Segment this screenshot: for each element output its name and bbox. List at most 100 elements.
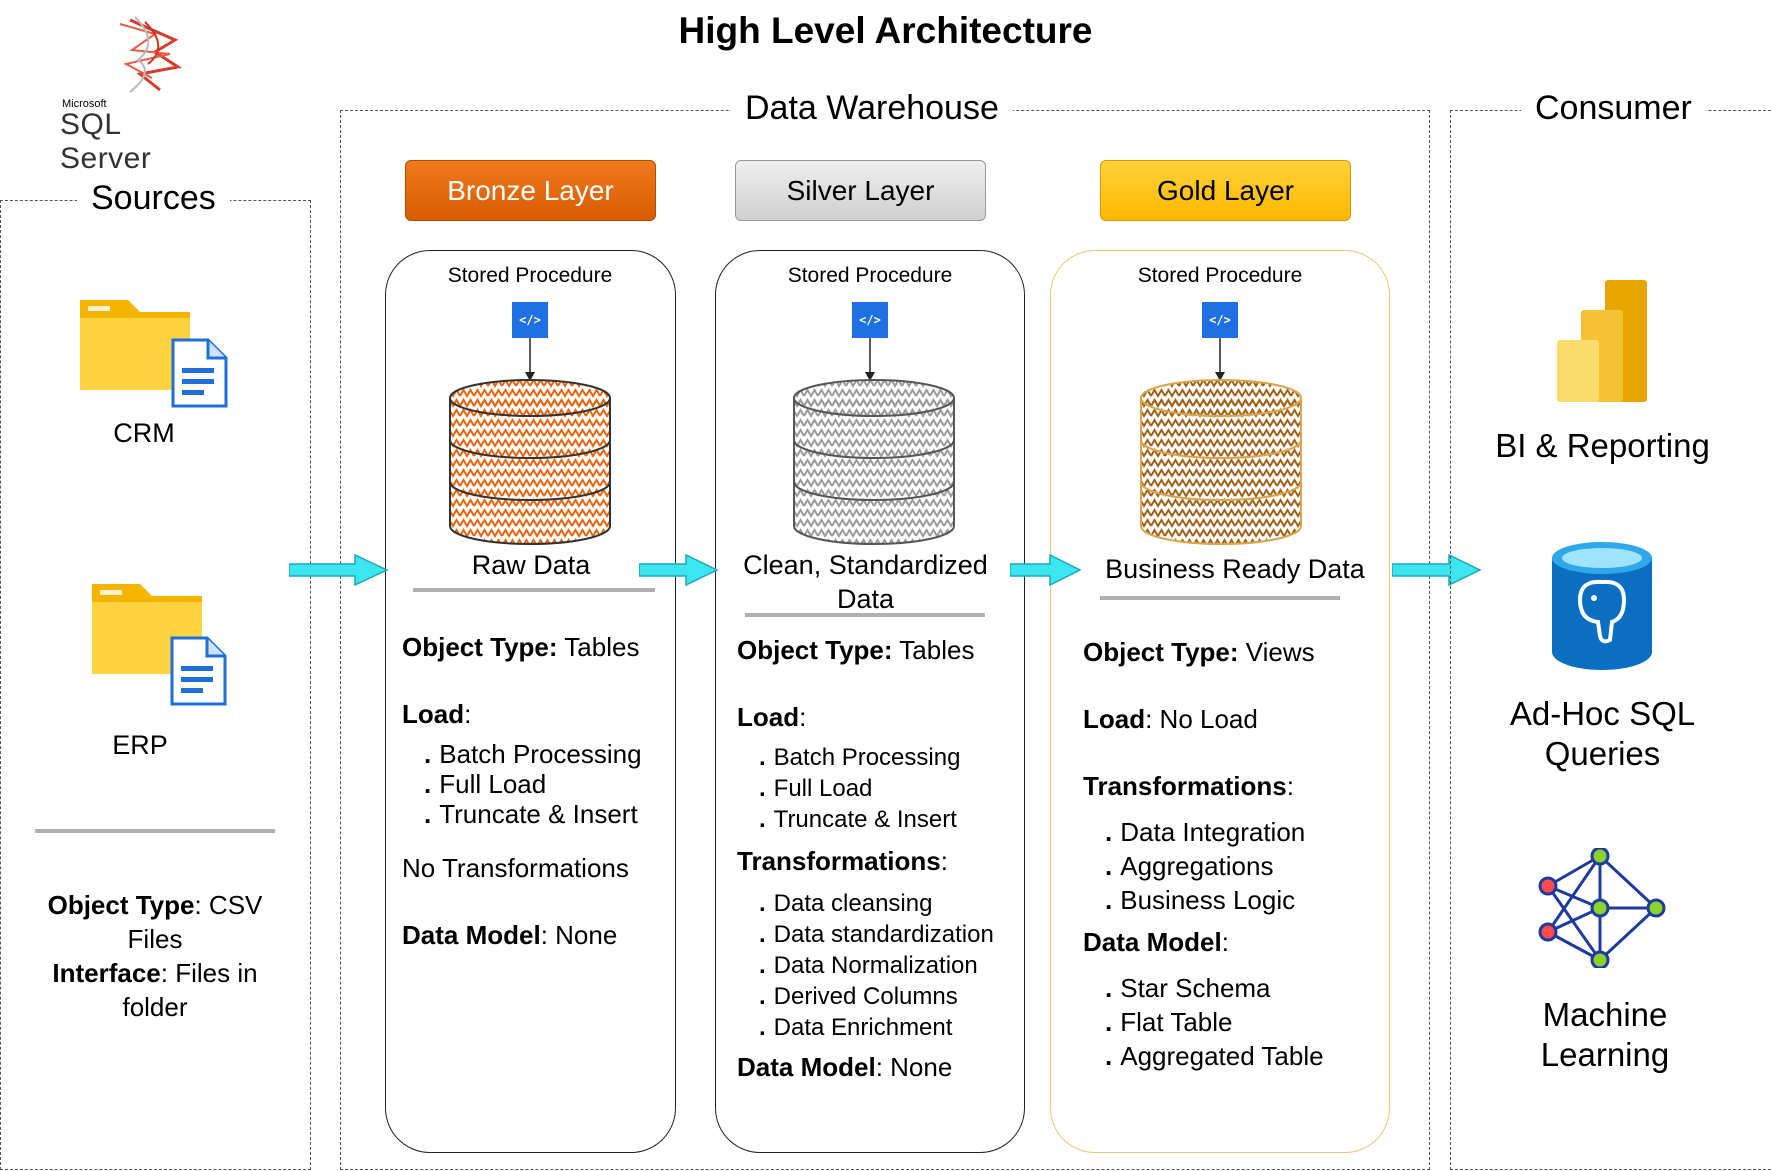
gold-stored-procedure-label: Stored Procedure (1137, 264, 1303, 287)
flow-arrow-silver-to-gold (1010, 553, 1082, 587)
gold-database-icon (1140, 379, 1302, 545)
silver-stored-procedure-label: Stored Procedure (787, 264, 953, 287)
consumer-group: Consumer (1450, 89, 1771, 1170)
bronze-stored-procedure-label: Stored Procedure (447, 264, 613, 287)
silver-object-type-label: Object Type: (737, 635, 893, 665)
silver-caption: Clean, Standardized Data (743, 550, 988, 614)
sources-group: Sources (0, 179, 311, 1170)
flow-arrow-sources-to-bronze (289, 553, 389, 587)
gold-transformations-label: Transformations (1083, 771, 1287, 801)
bronze-transformations: No Transformations (402, 853, 629, 883)
gold-caption: Business Ready Data (1105, 554, 1365, 584)
logo-brand-small: Microsoft (62, 98, 107, 110)
crm-label: CRM (113, 418, 175, 448)
bronze-load-suffix: : (464, 699, 472, 729)
bronze-data-model-value: : None (540, 920, 618, 950)
silver-load-label: Load (737, 702, 800, 732)
gold-transformations-list: Data Integration Aggregations Business L… (1105, 815, 1383, 917)
object-type-value: : CSV Files (127, 890, 263, 954)
list-item: Truncate & Insert (424, 799, 672, 829)
power-bi-icon (1557, 280, 1647, 402)
adhoc-sql-label: Ad-Hoc SQL Queries (1509, 695, 1696, 772)
sql-server-logo: Microsoft SQL Server (60, 12, 220, 175)
gold-data-model-list: Star Schema Flat Table Aggregated Table (1105, 971, 1383, 1073)
silver-layer-button[interactable]: Silver Layer (735, 160, 986, 221)
list-item: Flat Table (1105, 1005, 1383, 1039)
flow-arrow-bronze-to-silver (639, 553, 719, 587)
gold-down-arrow (1215, 338, 1225, 381)
bronze-layer-button[interactable]: Bronze Layer (405, 160, 656, 221)
list-item: Data standardization (759, 919, 1022, 950)
list-item: Business Logic (1105, 883, 1383, 917)
bronze-database-icon (449, 379, 611, 545)
page-title: High Level Architecture (678, 10, 1093, 51)
bronze-object-type-value: Tables (557, 632, 640, 662)
gold-object-type-label: Object Type: (1083, 637, 1239, 667)
crm-folder-icon (78, 298, 228, 413)
list-item: Aggregated Table (1105, 1039, 1383, 1073)
sources-details: Object Type: CSV Files Interface: Files … (20, 888, 290, 1024)
gold-divider (1100, 596, 1340, 600)
silver-transformations-suffix: : (940, 846, 948, 876)
list-item: Aggregations (1105, 849, 1383, 883)
gold-load-value: : No Load (1145, 704, 1258, 734)
bronze-object-type-label: Object Type: (402, 632, 558, 662)
flow-arrow-gold-to-consumer (1392, 553, 1482, 587)
bronze-caption: Raw Data (471, 550, 591, 580)
gold-data-model-suffix: : (1221, 927, 1229, 957)
interface-label: Interface (52, 958, 161, 988)
list-item: Derived Columns (759, 981, 1022, 1012)
silver-details: Object Type: Tables Load: Batch Processi… (737, 635, 1022, 1082)
bronze-load-label: Load (402, 699, 465, 729)
list-item: Truncate & Insert (759, 804, 1022, 835)
machine-learning-label: Machine Learning (1540, 996, 1670, 1073)
silver-transformations-label: Transformations (737, 846, 941, 876)
neural-network-icon (1538, 848, 1666, 968)
sql-server-icon (119, 16, 182, 93)
list-item: Star Schema (1105, 971, 1383, 1005)
silver-load-list: Batch Processing Full Load Truncate & In… (759, 742, 1022, 835)
silver-load-suffix: : (799, 702, 807, 732)
list-item: Full Load (759, 773, 1022, 804)
sources-divider (35, 829, 275, 833)
bronze-details: Object Type: Tables Load: Batch Processi… (402, 632, 672, 950)
list-item: Batch Processing (424, 739, 672, 769)
erp-folder-icon (90, 582, 240, 707)
list-item: Data cleansing (759, 888, 1022, 919)
list-item: Data Normalization (759, 950, 1022, 981)
object-type-label: Object Type (47, 890, 195, 920)
logo-brand-main: SQL Server (60, 108, 152, 175)
list-item: Batch Processing (759, 742, 1022, 773)
silver-data-model-label: Data Model (737, 1052, 876, 1082)
silver-divider (745, 613, 985, 617)
gold-object-type-value: Views (1238, 637, 1315, 667)
bronze-code-icon: </> (512, 302, 548, 338)
silver-transformations-list: Data cleansing Data standardization Data… (759, 888, 1022, 1043)
gold-code-icon: </> (1202, 302, 1238, 338)
gold-load-label: Load (1083, 704, 1146, 734)
silver-object-type-value: Tables (892, 635, 975, 665)
gold-details: Object Type: Views Load: No Load Transfo… (1083, 637, 1383, 1073)
silver-data-model-value: : None (875, 1052, 953, 1082)
silver-database-icon (793, 379, 955, 545)
bi-reporting-label: BI & Reporting (1495, 427, 1710, 464)
list-item: Data Integration (1105, 815, 1383, 849)
bronze-data-model-label: Data Model (402, 920, 541, 950)
list-item: Data Enrichment (759, 1012, 1022, 1043)
gold-transformations-suffix: : (1286, 771, 1294, 801)
consumer-label: Consumer (1521, 89, 1706, 128)
warehouse-label: Data Warehouse (731, 89, 1013, 128)
warehouse-group: Data Warehouse (340, 89, 1430, 1170)
bronze-load-list: Batch Processing Full Load Truncate & In… (424, 739, 672, 829)
bronze-divider (413, 588, 655, 592)
silver-down-arrow (865, 338, 875, 381)
sources-label: Sources (77, 179, 230, 218)
bronze-down-arrow (525, 338, 535, 381)
gold-data-model-label: Data Model (1083, 927, 1222, 957)
silver-code-icon: </> (852, 302, 888, 338)
interface-value: : Files in folder (122, 958, 258, 1022)
gold-layer-button[interactable]: Gold Layer (1100, 160, 1351, 221)
list-item: Full Load (424, 769, 672, 799)
erp-label: ERP (112, 730, 168, 760)
postgres-database-icon (1552, 542, 1652, 670)
